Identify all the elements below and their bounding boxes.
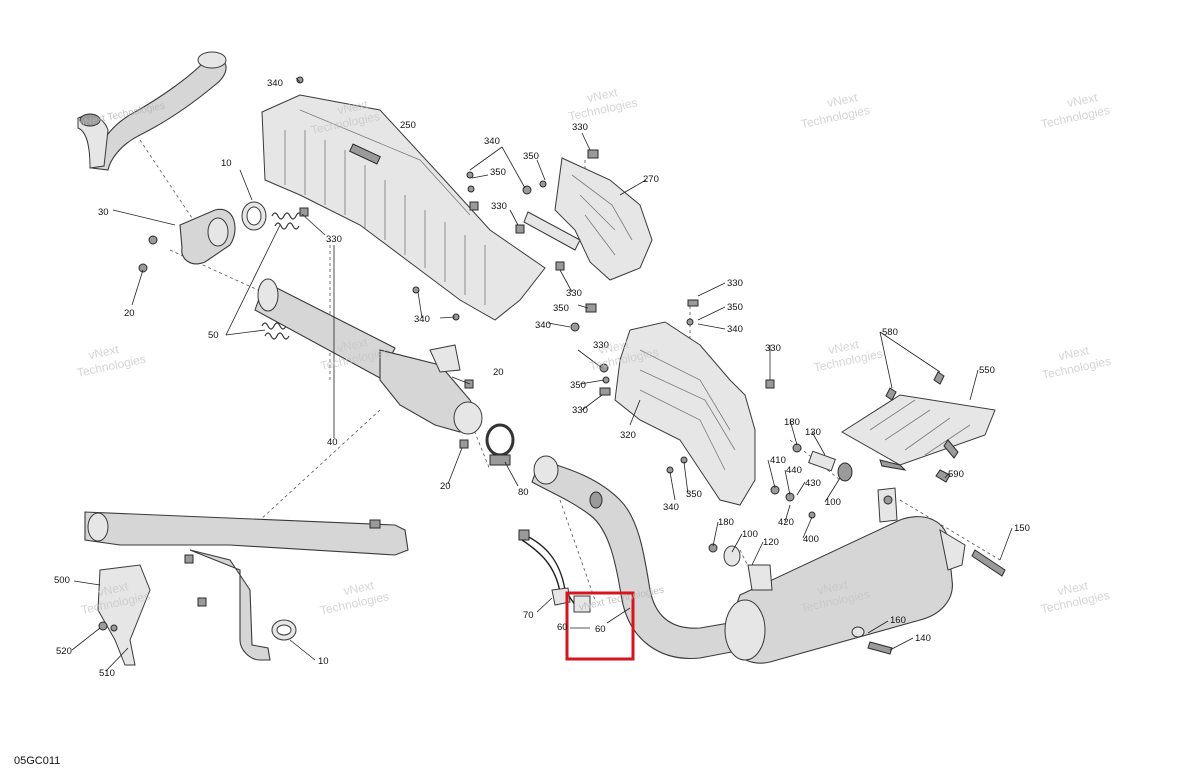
label-350: 350: [523, 151, 539, 162]
hardware-small-parts: [296, 76, 1006, 655]
highlight-box: [565, 591, 635, 661]
svg-text:vNext: vNext: [1057, 343, 1091, 363]
label-160: 160: [890, 615, 906, 626]
part-250-heat-shield: [261, 94, 546, 321]
svg-text:vNext: vNext: [342, 578, 376, 598]
label-330: 330: [765, 343, 781, 354]
svg-text:vNext: vNext: [827, 337, 861, 357]
part-320-heat-shield: [614, 321, 756, 506]
label-330: 330: [572, 122, 588, 133]
svg-text:vNext: vNext: [336, 97, 370, 117]
label-80: 80: [518, 487, 529, 498]
part-lower-pipe-assembly: [84, 511, 409, 666]
label-20: 20: [493, 367, 504, 378]
label-60: 60: [595, 624, 606, 635]
label-60: 60: [557, 622, 568, 633]
label-350: 350: [686, 489, 702, 500]
label-340: 340: [267, 78, 283, 89]
label-440: 440: [786, 465, 802, 476]
label-70: 70: [523, 610, 534, 621]
label-340: 340: [663, 502, 679, 513]
label-340: 340: [484, 136, 500, 147]
svg-text:vNext: vNext: [96, 579, 130, 599]
label-180: 180: [784, 417, 800, 428]
label-350: 350: [570, 380, 586, 391]
label-350: 350: [727, 302, 743, 313]
label-250: 250: [400, 120, 416, 131]
svg-text:vNext: vNext: [586, 85, 620, 105]
label-520: 520: [56, 646, 72, 657]
svg-text:vNext: vNext: [1066, 90, 1100, 110]
label-150: 150: [1014, 523, 1030, 534]
svg-text:vNext: vNext: [336, 335, 370, 355]
label-330: 330: [566, 288, 582, 299]
label-510: 510: [99, 668, 115, 679]
label-10: 10: [221, 158, 232, 169]
part-30-exhaust-bend-pipe: [77, 51, 227, 171]
label-120: 120: [763, 537, 779, 548]
label-10: 10: [318, 656, 329, 667]
label-420: 420: [778, 517, 794, 528]
label-180: 180: [718, 517, 734, 528]
label-340: 340: [727, 324, 743, 335]
label-140: 140: [915, 633, 931, 644]
label-20: 20: [440, 481, 451, 492]
label-330: 330: [593, 340, 609, 351]
part-number-labels: 340 250 10 30 330 20 50 340 350 350 330 …: [54, 78, 1030, 679]
label-430: 430: [805, 478, 821, 489]
label-330: 330: [491, 201, 507, 212]
part-40-center-pipe: [254, 278, 396, 379]
leader-lines: [71, 77, 1013, 672]
part-550-skid-panel: [841, 394, 996, 471]
label-550: 550: [979, 365, 995, 376]
label-30: 30: [98, 207, 109, 218]
label-580: 580: [882, 327, 898, 338]
label-340: 340: [535, 320, 551, 331]
label-590: 590: [948, 469, 964, 480]
label-330: 330: [572, 405, 588, 416]
label-500: 500: [54, 575, 70, 586]
label-40: 40: [327, 437, 338, 448]
svg-text:vNext: vNext: [87, 342, 121, 362]
label-400: 400: [803, 534, 819, 545]
part-muffler: [724, 487, 966, 664]
label-410: 410: [770, 455, 786, 466]
svg-text:vNext: vNext: [597, 337, 631, 357]
part-270-heat-shield: [523, 157, 653, 281]
label-320: 320: [620, 430, 636, 441]
label-100: 100: [825, 497, 841, 508]
label-330: 330: [727, 278, 743, 289]
label-350: 350: [490, 167, 506, 178]
svg-text:vNext: vNext: [1056, 578, 1090, 598]
label-340: 340: [414, 314, 430, 325]
label-20: 20: [124, 308, 135, 319]
label-350: 350: [553, 303, 569, 314]
label-330: 330: [326, 234, 342, 245]
label-130: 130: [805, 427, 821, 438]
part-10-gasket-top: [241, 201, 267, 231]
part-70-sensor-wire: [518, 529, 591, 613]
svg-text:vNext: vNext: [826, 90, 860, 110]
label-50: 50: [208, 330, 219, 341]
part-collector-pipe: [379, 344, 483, 449]
part-coupling-flange: [138, 208, 236, 273]
diagram-code: 05GC011: [14, 755, 61, 767]
svg-text:vNext: vNext: [816, 577, 850, 597]
label-100: 100: [742, 529, 758, 540]
label-270: 270: [643, 174, 659, 185]
part-mid-pipe: [531, 455, 743, 660]
part-80-clamp: [485, 423, 515, 466]
